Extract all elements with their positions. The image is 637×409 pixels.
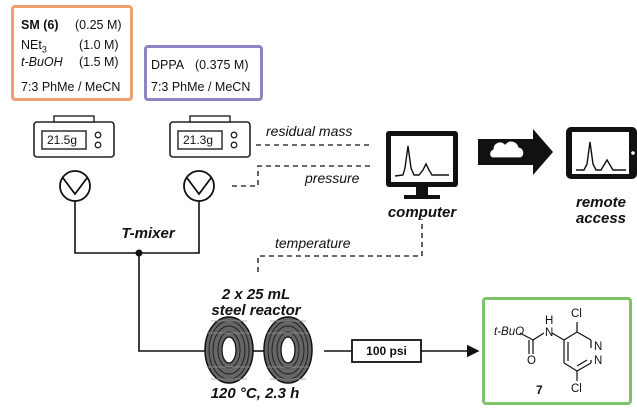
pump-left [59,170,91,202]
reagent-name: SM (6) [21,18,59,32]
nh-h-label: H [545,315,554,327]
nh-n-label: N [545,327,554,339]
balance-reading: 21.3g [183,133,214,147]
solvent-label: 7:3 PhMe / MeCN [21,80,121,94]
reagent-name: NEt3 [21,38,47,55]
remote-label-line2: access [575,210,627,227]
reactor-coil-left [204,316,254,384]
tbuo-label: t-BuO [494,326,525,338]
temperature-label: temperature [275,235,351,251]
reagent-conc: (0.25 M) [75,18,122,32]
reagent-conc: (1.5 M) [79,55,119,69]
balance-left [33,115,115,158]
reagent-conc: (1.0 M) [79,38,119,52]
bpr-box [351,339,422,363]
computer-icon [386,131,458,199]
reagent-name: DPPA [151,58,185,72]
computer-label: computer [387,204,457,221]
cloud-arrow-icon [478,129,553,175]
reagent-conc: (0.375 M) [195,58,249,72]
residual-mass-label: residual mass [266,123,353,139]
pressure-label: pressure [305,170,360,186]
t-mixer-junction [135,249,143,257]
balance-reading: 21.5g [47,133,78,147]
remote-label-line1: remote [575,194,627,211]
reactor-label-line1: 2 x 25 mL [221,286,291,303]
reactor-coil-right [263,316,313,384]
cl-bottom-label: Cl [571,383,582,395]
bpr-label: 100 psi [366,344,407,358]
reagent-box-right [144,45,263,101]
conditions-label: 120 °C, 2.3 h [210,385,300,402]
reactor-label-line2: steel reactor [211,302,301,319]
ring-n1-label: N [594,341,603,353]
solvent-label: 7:3 PhMe / MeCN [151,80,251,94]
reagent-box-left [11,5,133,101]
signal-lines [232,144,423,272]
product-box [482,297,632,405]
t-mixer-label: T-mixer [121,225,175,242]
reagent-name: t-BuOH [21,55,63,69]
product-structure [519,322,592,381]
cl-top-label: Cl [571,308,582,320]
ring-n2-label: N [594,355,603,367]
compound-number: 7 [536,383,543,397]
carbonyl-o-label: O [527,355,536,367]
tablet-icon [566,127,637,179]
pump-right [183,170,215,202]
balance-right [169,115,251,158]
